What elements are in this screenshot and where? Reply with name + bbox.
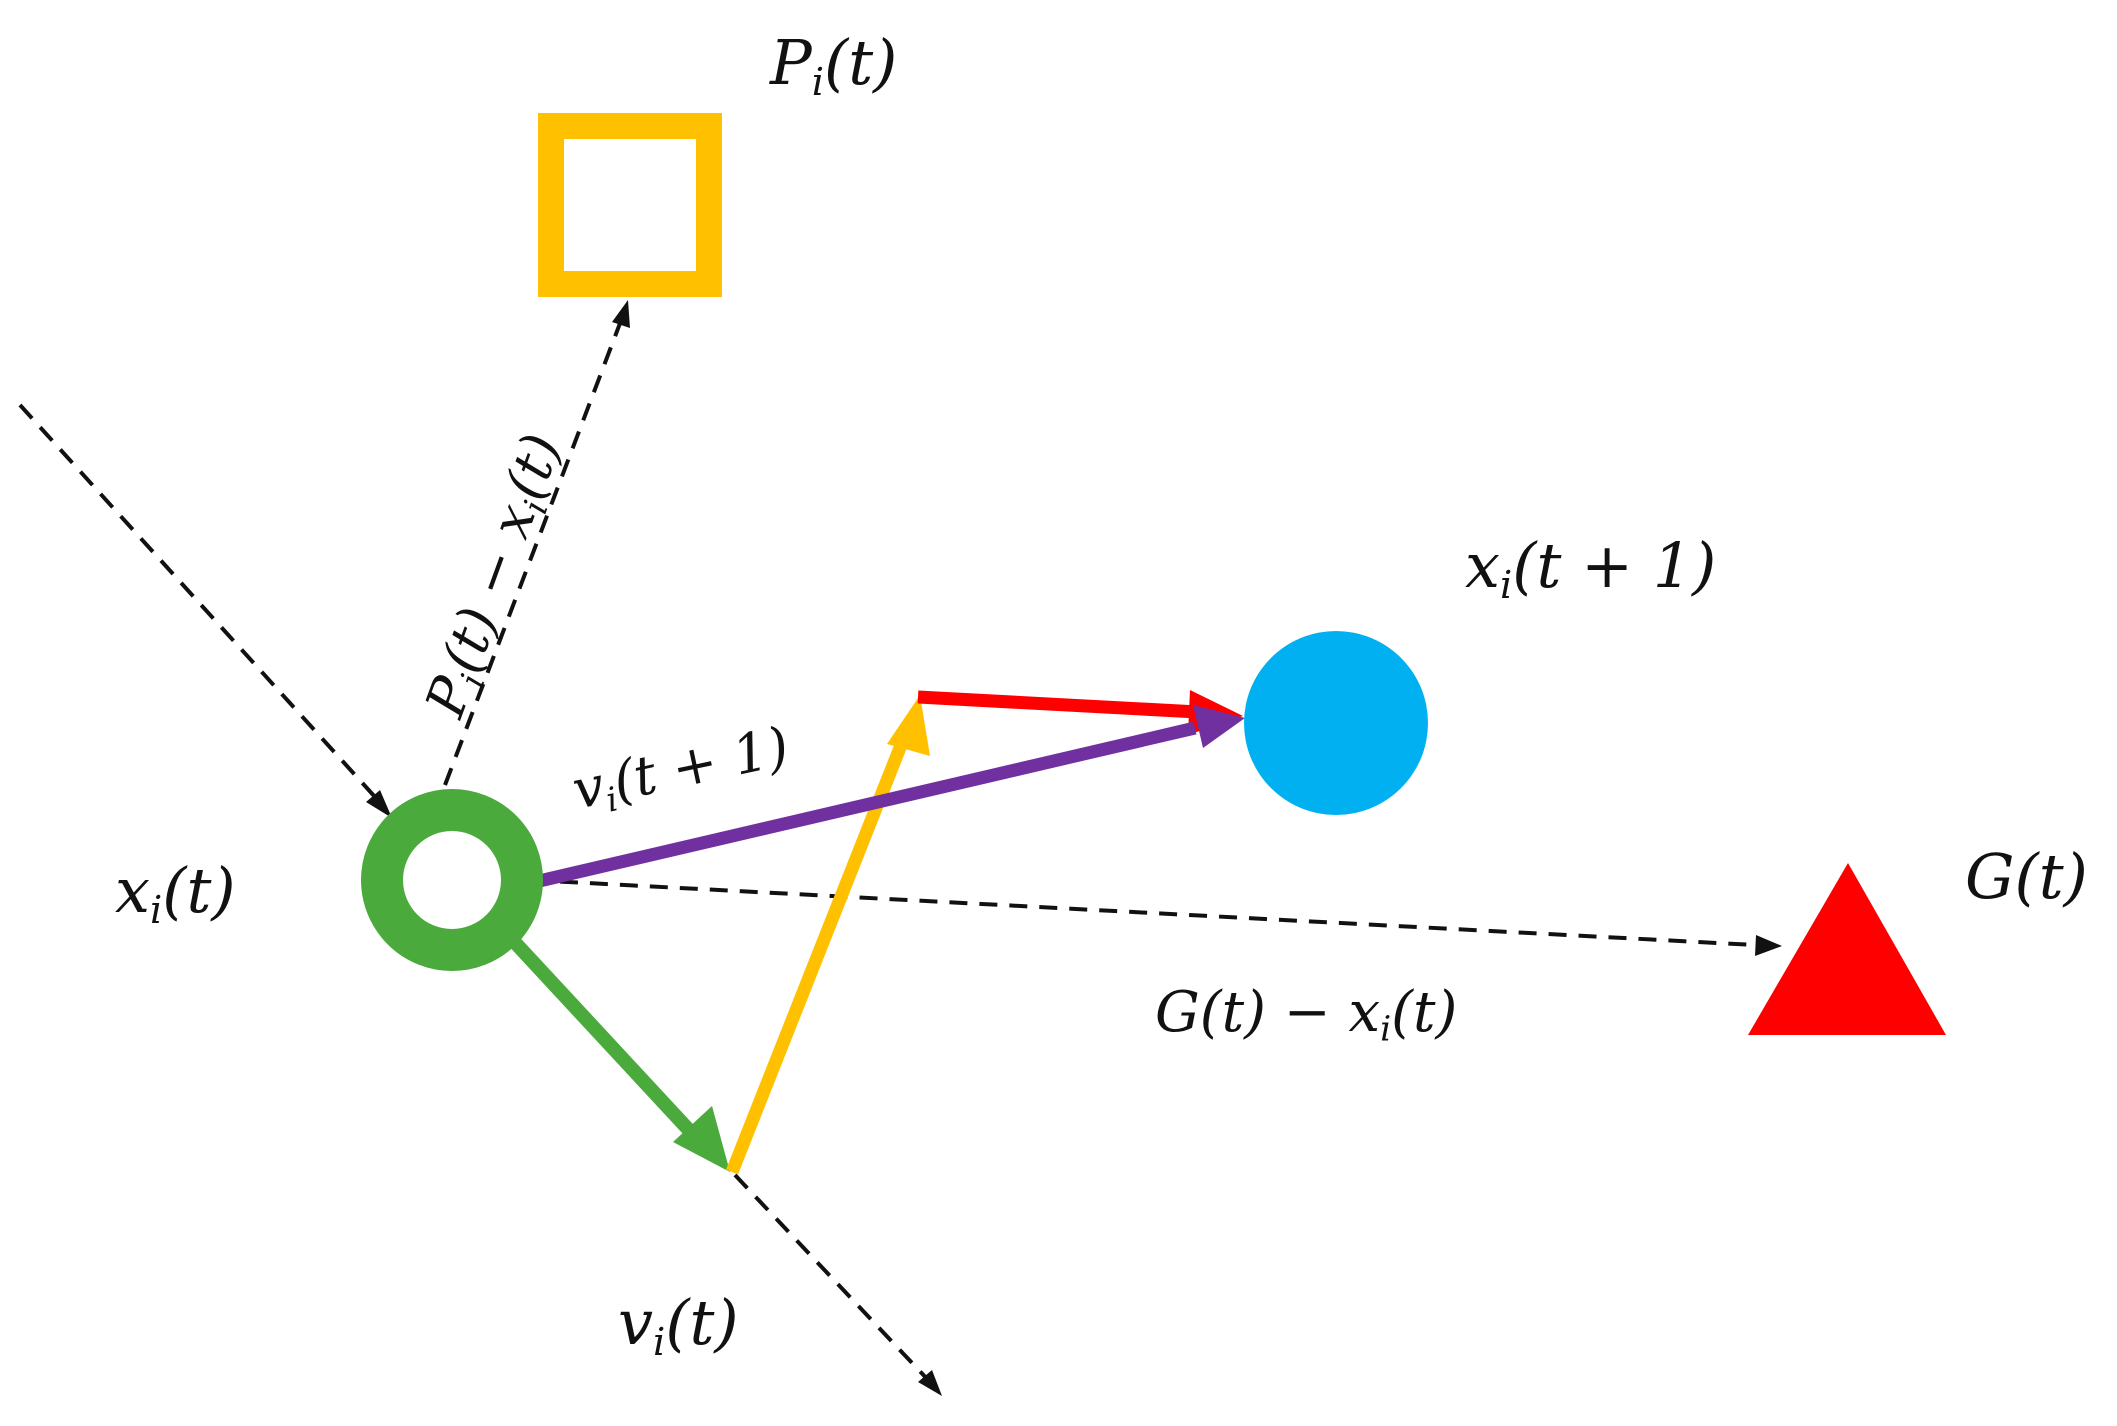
pbest-direction-dashed-line [443,317,624,786]
global-best-label-base: G [1965,840,2015,913]
velocity-continuation-arrowhead [918,1370,942,1396]
current-position-label-rest: (t) [162,854,236,927]
current-velocity-label-rest: (t) [665,1286,739,1359]
personal-best-label-rest: (t) [824,26,898,99]
global-best-label-rest: (t) [2014,840,2088,913]
gbest-direction-arrowhead [1755,935,1782,956]
current-velocity-label: vi(t) [618,1292,739,1362]
current-velocity-label-sub: i [653,1319,666,1365]
personal-best-label: Pi(t) [770,32,897,102]
pbest-direction-arrowhead [612,300,630,328]
social-component-arrow [917,690,1199,719]
next-position-label-base: x [1465,529,1500,602]
current-position-label-base: x [115,854,150,927]
gbest-direction-dashed-line [529,878,1756,947]
gbest-difference-label-mid: (t) − [1199,980,1349,1045]
current-position-label-sub: i [149,887,163,933]
gbest-difference-label-rest: (t) [1391,980,1458,1045]
global-best-label: G(t) [1965,846,2088,916]
current-velocity-arrow [502,930,706,1147]
incoming-trajectory-arrowhead [366,790,392,818]
next-position-label-sub: i [1499,562,1513,608]
gbest-difference-label-base2: x [1348,980,1381,1045]
next-position-circle [1244,631,1428,815]
new-velocity-arrowhead [1193,705,1245,748]
gbest-difference-label: G(t) − xi(t) [1155,985,1457,1050]
personal-best-label-base: P [770,26,812,99]
current-position-label: xi(t) [115,860,236,930]
personal-best-square [538,113,722,297]
gbest-difference-label-base: G [1155,980,1200,1045]
current-velocity-label-base: v [618,1286,654,1359]
next-position-label: xi(t + 1) [1465,535,1716,605]
next-position-label-rest: (t + 1) [1512,529,1717,602]
new-velocity-arrow [533,721,1197,889]
incoming-trajectory-dashed-line [18,403,387,810]
global-best-triangle [1748,863,1946,1035]
current-position-ring [361,789,543,971]
cognitive-component-arrowhead [887,695,930,756]
velocity-continuation-dashed-line [733,1173,932,1384]
current-velocity-arrowhead [673,1106,730,1172]
gbest-difference-label-sub2: i [1380,1009,1392,1050]
personal-best-label-sub: i [811,59,825,105]
